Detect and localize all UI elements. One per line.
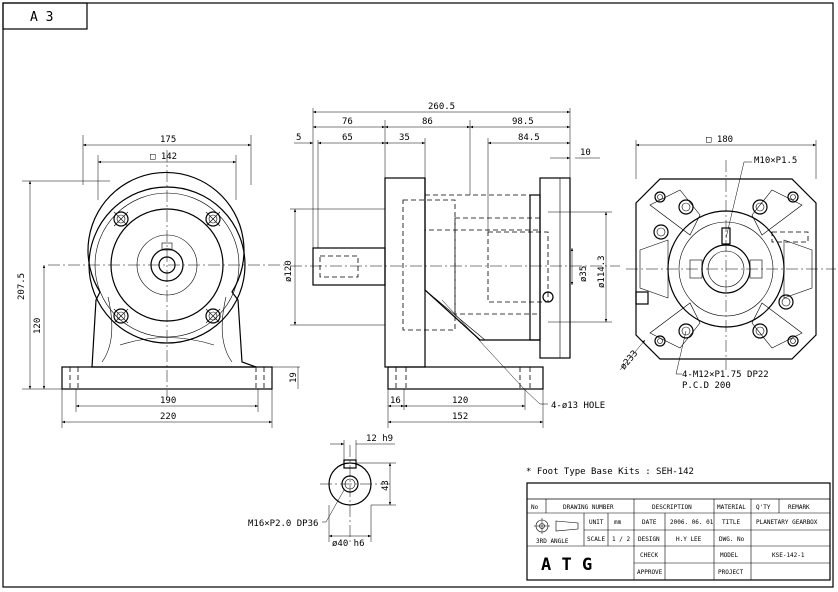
tb-approve-label: APPROVE bbox=[637, 569, 663, 576]
pcd-note: P.C.D 200 bbox=[682, 381, 731, 391]
flange-tap bbox=[752, 199, 768, 215]
third-angle-projection-icon bbox=[534, 518, 579, 534]
dim-front-square: □ 142 bbox=[150, 152, 177, 162]
tb-description-header: DESCRIPTION bbox=[652, 504, 692, 511]
dim-side-10: 10 bbox=[580, 148, 591, 158]
dim-key: 12 h9 bbox=[366, 434, 393, 444]
tb-remark-header: REMARK bbox=[788, 504, 810, 511]
dim-front-center: 120 bbox=[33, 318, 43, 334]
dim-flange-square: □ 180 bbox=[706, 135, 733, 145]
company-logo: A T G bbox=[541, 555, 592, 575]
dim-side-dia120: ø120 bbox=[284, 260, 294, 282]
dim-side-total: 260.5 bbox=[428, 102, 455, 112]
tb-title-value: PLANETARY GEARBOX bbox=[756, 519, 818, 526]
tb-model-value: KSE-142-1 bbox=[772, 552, 805, 559]
dim-foot-inner: 190 bbox=[160, 396, 176, 406]
dim-side-35: 35 bbox=[399, 133, 410, 143]
tb-design-value: H.Y LEE bbox=[676, 536, 702, 543]
tb-title-label: TITLE bbox=[722, 519, 740, 526]
tb-drawing-number-header: DRAWING NUMBER bbox=[563, 504, 614, 511]
tb-material-header: MATERIAL bbox=[717, 504, 746, 511]
front-view: 175 □ 142 207.5 120 190 220 19 bbox=[17, 135, 300, 428]
dim-side-dia35: ø35 bbox=[579, 266, 589, 282]
flange-bolt bbox=[787, 335, 799, 347]
title-block: No DRAWING NUMBER DESCRIPTION MATERIAL Q… bbox=[526, 482, 831, 581]
front-bolt bbox=[113, 308, 129, 324]
dim-side-84: 84.5 bbox=[518, 133, 540, 143]
tb-unit-value: mm bbox=[614, 519, 622, 526]
dim-side-65: 65 bbox=[342, 133, 353, 143]
flange-tap bbox=[778, 294, 794, 310]
tb-no-header: No bbox=[531, 504, 539, 511]
flange-tap bbox=[678, 199, 694, 215]
tb-check-label: CHECK bbox=[640, 552, 658, 559]
tb-date-label: DATE bbox=[642, 519, 657, 526]
foot-kit-note: * Foot Type Base Kits : SEH-142 bbox=[526, 467, 694, 477]
side-view: 260.5 76 86 98.5 5 65 35 84.5 10 ø120 ø3… bbox=[284, 102, 620, 428]
flange-bolt bbox=[787, 191, 799, 203]
dim-base-16: 16 bbox=[390, 396, 401, 406]
flange-bolt bbox=[654, 191, 666, 203]
tb-design-label: DESIGN bbox=[638, 536, 660, 543]
dim-side-98: 98.5 bbox=[512, 117, 534, 127]
tb-model-label: MODEL bbox=[720, 552, 738, 559]
dim-base-152: 152 bbox=[452, 412, 468, 422]
dim-side-5: 5 bbox=[296, 133, 301, 143]
tb-unit-label: UNIT bbox=[589, 519, 604, 526]
front-bolt bbox=[205, 308, 221, 324]
sheet-size-label: A 3 bbox=[30, 10, 53, 25]
dim-flange-dia: ø233 bbox=[619, 349, 641, 372]
tb-scale-value: 1 / 2 bbox=[612, 536, 630, 543]
dim-side-76: 76 bbox=[342, 117, 353, 127]
dim-shaft-height: 43 bbox=[381, 480, 391, 491]
tap-bolt-note: 4-M12×P1.75 DP22 bbox=[682, 370, 769, 380]
dim-side-86: 86 bbox=[422, 117, 433, 127]
tb-qty-header: Q'TY bbox=[756, 504, 771, 511]
flange-tap bbox=[678, 323, 694, 339]
dim-front-width: 175 bbox=[160, 135, 176, 145]
dim-foot-thickness: 19 bbox=[289, 372, 299, 383]
front-bolt bbox=[113, 211, 129, 227]
tap-top-note: M10×P1.5 bbox=[754, 156, 797, 166]
dim-foot-outer: 220 bbox=[160, 412, 176, 422]
flange-view: □ 180 M10×P1.5 4-M12×P1.75 DP22 P.C.D 20… bbox=[619, 135, 836, 391]
front-bolt bbox=[205, 211, 221, 227]
flange-bolt bbox=[654, 335, 666, 347]
tb-scale-label: SCALE bbox=[587, 536, 605, 543]
dim-shaft-dia: ø40 h6 bbox=[332, 539, 365, 549]
tb-projection: 3RD ANGLE bbox=[536, 538, 569, 545]
dim-side-dia114: ø114.3 bbox=[597, 255, 607, 288]
flange-tap bbox=[752, 323, 768, 339]
tb-project-label: PROJECT bbox=[718, 569, 744, 576]
tb-dwg-label: DWG. No bbox=[719, 536, 745, 543]
shaft-end-view: 12 h9 43 M16×P2.0 DP36 ø40 h6 bbox=[248, 434, 396, 549]
shaft-tap-note: M16×P2.0 DP36 bbox=[248, 519, 318, 529]
dim-front-height: 207.5 bbox=[17, 273, 27, 300]
dim-base-120: 120 bbox=[452, 396, 468, 406]
flange-tap bbox=[653, 224, 669, 240]
hole-note: 4-ø13 HOLE bbox=[551, 401, 605, 411]
sheet-size-box: A 3 bbox=[2, 2, 88, 30]
tb-date-value: 2006. 06. 01 bbox=[670, 519, 714, 526]
